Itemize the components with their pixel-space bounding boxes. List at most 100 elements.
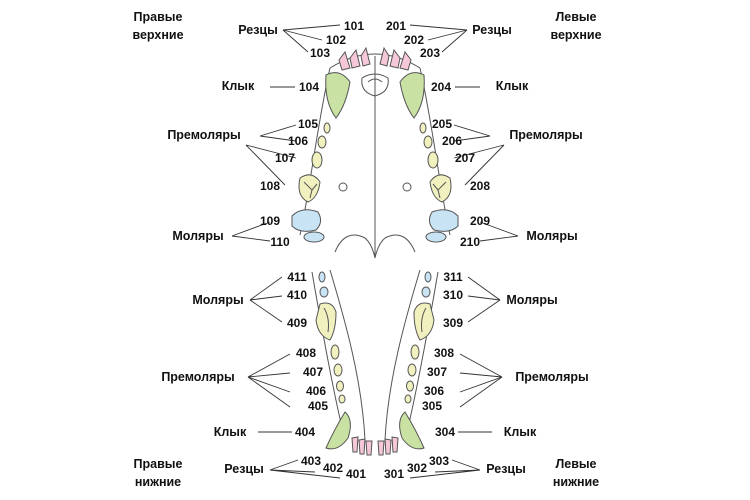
quadrant-upper-right-line1: Правые [134,10,183,24]
quadrant-upper-left-line2: верхние [550,28,601,42]
tooth-number-304: 304 [435,425,455,439]
tooth-208 [429,174,452,203]
leader-premolars-ll [459,353,503,408]
tooth-302 [384,438,392,455]
tooth-number-302: 302 [407,461,427,475]
leader-premolars-ul [453,124,505,186]
tooth-309-root [421,307,427,333]
tooth-210 [425,231,447,243]
tooth-409-root [323,307,329,333]
tooth-number-102: 102 [326,33,346,47]
leader-molars-ul [479,221,519,242]
tooth-number-405: 405 [308,399,328,413]
tooth-104 [325,72,351,119]
tooth-402 [358,438,366,455]
tooth-410 [319,286,329,298]
tooth-number-107: 107 [275,151,295,165]
label-molars-ul: Моляры [526,229,577,243]
lower-jaw-inner-right [311,271,346,441]
nose-curve-2 [367,78,383,83]
tooth-numbers: 101 102 103 104 105 106 107 108 109 110 … [260,19,490,481]
tooth-309 [413,302,435,341]
quadrant-lower-right-line2: нижние [135,475,181,489]
tooth-102 [349,48,361,69]
tooth-106 [317,135,327,149]
tooth-411 [318,271,326,283]
tooth-206 [423,135,433,149]
tooth-105 [323,122,331,134]
jaw-outlines [299,53,451,441]
label-premolars-ul: Премоляры [509,128,582,142]
tooth-number-408: 408 [296,346,316,360]
tooth-number-303: 303 [429,454,449,468]
label-incisors-ul: Резцы [472,23,512,37]
tooth-305 [404,394,412,404]
quadrant-lower-left-line1: Левые [555,457,596,471]
category-labels: Резцы Резцы Клык Клык Премоляры Премоляр… [161,23,588,476]
leader-molars-lr [249,276,283,323]
leader-lines [231,24,519,479]
upper-teeth [291,46,459,243]
tooth-204 [399,72,425,119]
tooth-404 [325,411,351,450]
tooth-number-411: 411 [287,270,307,284]
tooth-number-410: 410 [287,288,307,302]
tooth-number-203: 203 [420,46,440,60]
tooth-number-101: 101 [344,19,364,33]
tooth-number-210: 210 [460,235,480,249]
tooth-number-106: 106 [288,134,308,148]
lower-jaw-outline-right [329,269,366,441]
tooth-409 [315,302,337,341]
tooth-number-402: 402 [323,461,343,475]
tooth-number-409: 409 [287,316,307,330]
tooth-301 [377,440,385,456]
tooth-number-202: 202 [404,33,424,47]
label-canine-ll: Клык [504,425,537,439]
upper-jaw-outline [299,53,451,258]
label-canine-lr: Клык [214,425,247,439]
tooth-number-205: 205 [432,117,452,131]
tooth-205 [419,122,427,134]
tooth-number-104: 104 [299,80,319,94]
tooth-number-110: 110 [270,235,290,249]
tooth-number-401: 401 [346,467,366,481]
quadrant-upper-left-line1: Левые [555,10,596,24]
tooth-408 [330,344,340,360]
tooth-407 [333,363,343,377]
tooth-107 [311,151,323,169]
palate-curve [334,234,416,259]
tooth-number-403: 403 [301,454,321,468]
label-premolars-ur: Премоляры [167,128,240,142]
lower-teeth [315,271,435,456]
tooth-311 [424,271,432,283]
tooth-number-105: 105 [298,117,318,131]
label-premolars-ll: Премоляры [515,370,588,384]
label-molars-ur: Моляры [172,229,223,243]
lower-jaw-outline-left [384,269,421,441]
tooth-108 [298,174,321,203]
palatine-foramen-right [338,182,348,192]
tooth-number-406: 406 [306,384,326,398]
leader-molars-ur [231,221,271,242]
tooth-306 [406,380,414,392]
tooth-110 [303,231,325,243]
label-incisors-ll: Резцы [486,462,526,476]
palatine-foramen-left [402,182,412,192]
tooth-401 [365,440,373,456]
tooth-number-301: 301 [384,467,404,481]
tooth-207 [427,151,439,169]
tooth-number-305: 305 [422,399,442,413]
quadrant-upper-right-line2: верхние [132,28,183,42]
tooth-406 [336,380,344,392]
tooth-number-307: 307 [427,365,447,379]
label-premolars-lr: Премоляры [161,370,234,384]
tooth-208-root [432,181,447,199]
tooth-203 [399,50,412,71]
leader-incisors-ul [409,24,468,53]
tooth-number-310: 310 [443,288,463,302]
leader-incisors-ll [409,459,481,479]
tooth-number-404: 404 [295,425,315,439]
nose-curve [361,73,389,97]
tooth-number-207: 207 [455,151,475,165]
